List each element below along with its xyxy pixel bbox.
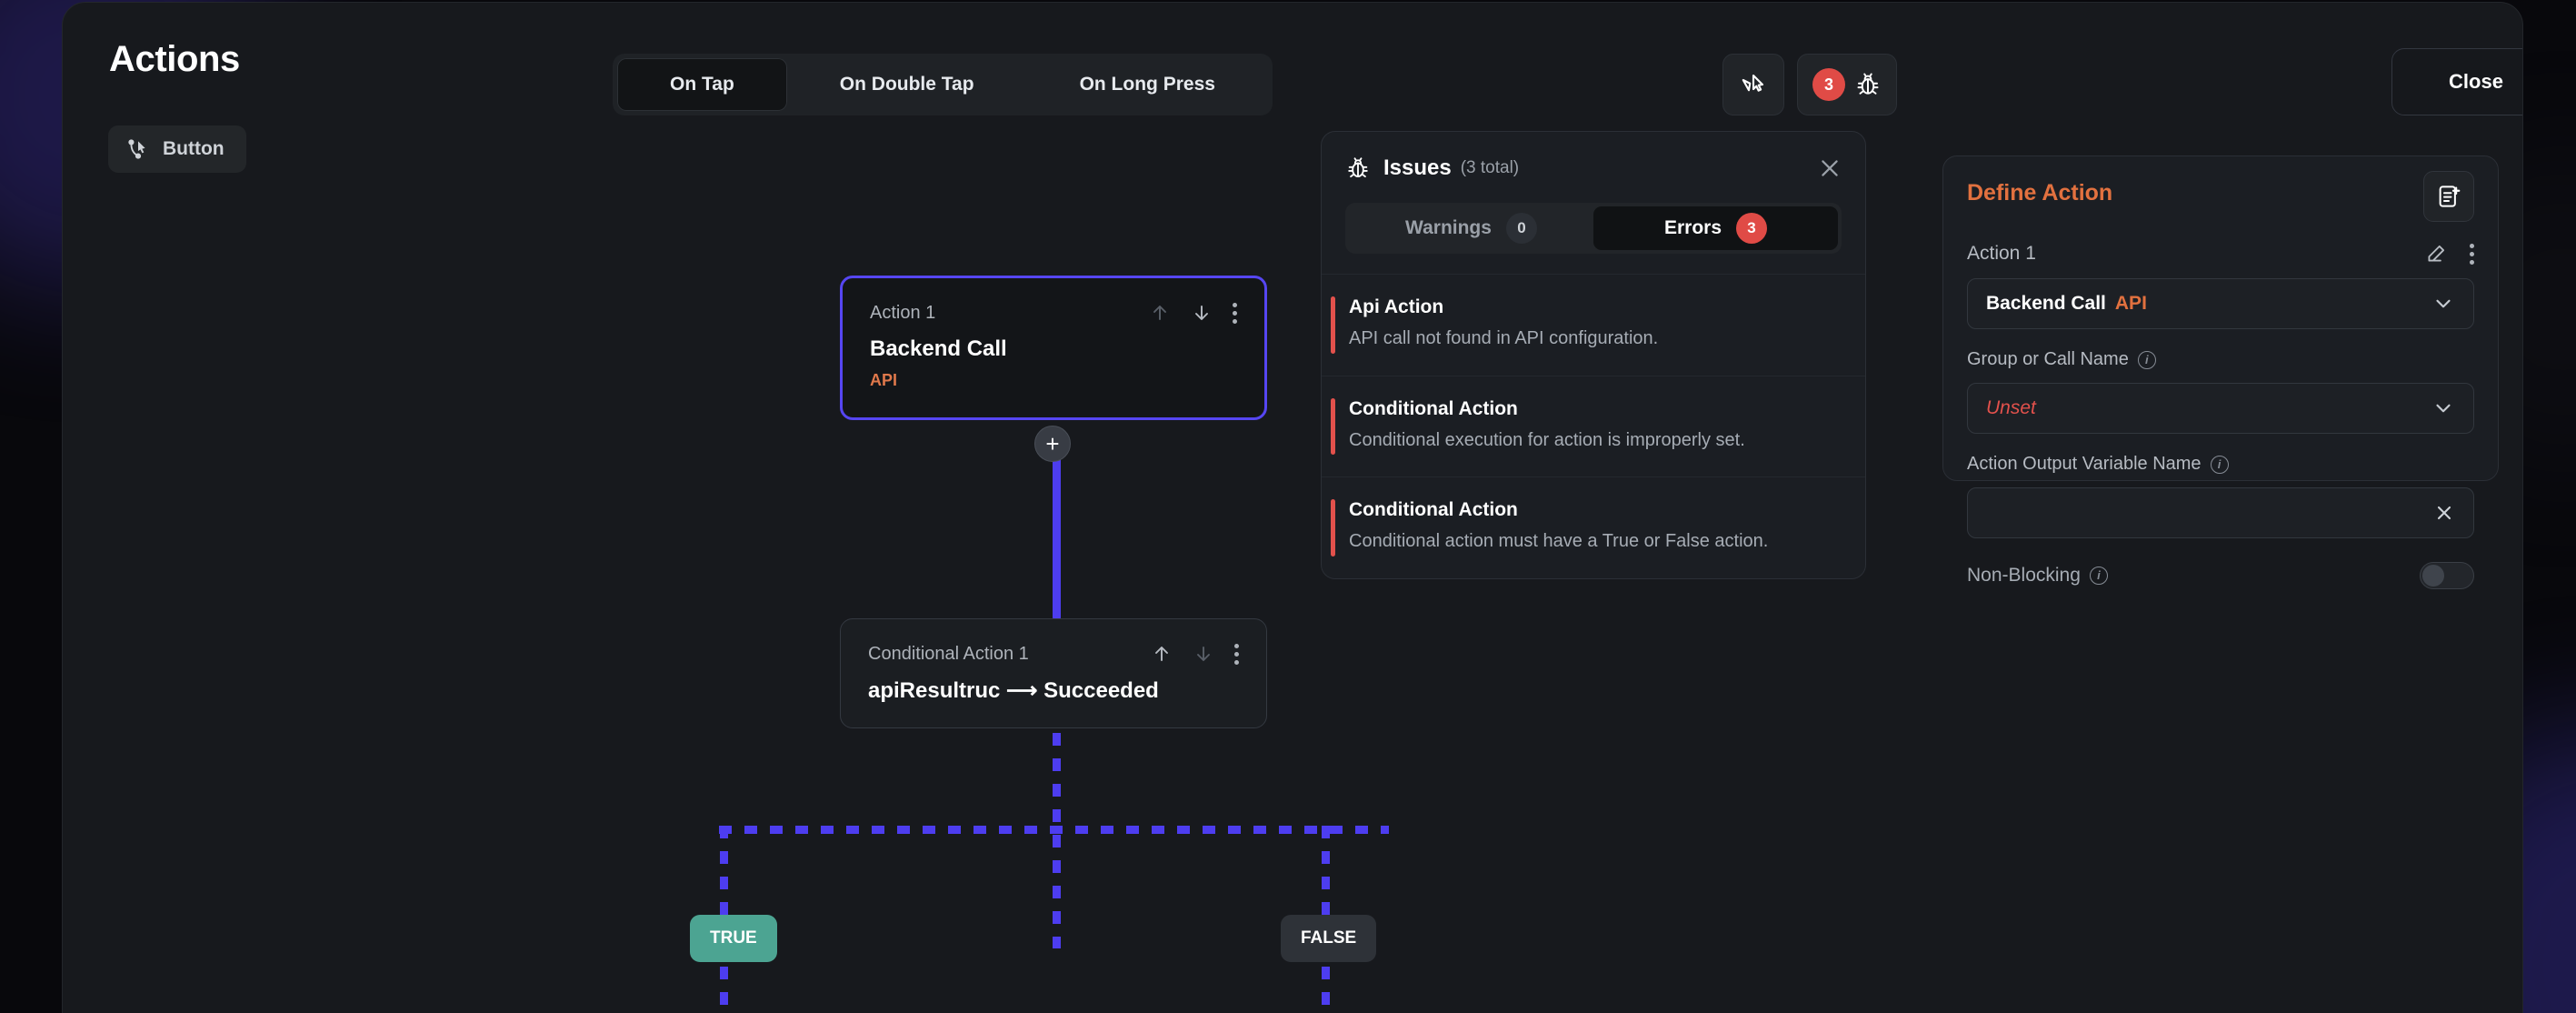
connector-action1-to-conditional	[1053, 444, 1061, 619]
element-chip-label: Button	[163, 138, 225, 159]
non-blocking-row: Non-Blocking i	[1967, 562, 2474, 589]
issue-description: API call not found in API configuration.	[1349, 328, 1659, 348]
tab-on-long-press[interactable]: On Long Press	[1079, 74, 1215, 95]
group-or-call-name-value: Unset	[1986, 397, 2036, 418]
issue-list-item[interactable]: Api Action API call not found in API con…	[1322, 274, 1865, 376]
non-blocking-label: Non-Blocking i	[1967, 565, 2108, 587]
element-chip-button[interactable]: Button	[108, 125, 246, 173]
trigger-tabbar: On Tap On Double Tap On Long Press	[613, 54, 1273, 115]
close-icon[interactable]	[2433, 502, 2455, 524]
define-action-name: Action 1	[1967, 243, 2036, 264]
define-action-name-row: Action 1	[1967, 242, 2474, 266]
cursor-select-icon	[1740, 71, 1767, 98]
flow-node-title: Conditional Action 1	[868, 643, 1029, 664]
issue-list-item[interactable]: Conditional Action Conditional action mu…	[1322, 476, 1865, 578]
issues-tab-errors[interactable]: Errors 3	[1593, 206, 1838, 250]
cursor-node-icon	[126, 137, 150, 161]
connector-branch-horizontal	[719, 826, 1389, 834]
add-step-button-after-action-1[interactable]: +	[1034, 426, 1071, 462]
flow-node-conditional-action-1[interactable]: Conditional Action 1 apiResultruc ⟶ Succ…	[840, 618, 1267, 728]
define-action-tools	[2424, 242, 2474, 266]
flow-node-header: Action 1	[870, 302, 1237, 324]
arrow-up-icon[interactable]	[1151, 643, 1173, 665]
issue-title: Api Action	[1349, 296, 1444, 317]
severity-bar-error	[1331, 499, 1335, 557]
define-action-panel: Define Action Action 1	[1942, 155, 2499, 589]
issues-popover: Issues (3 total) Warnings 0 Errors 3 Api	[1321, 131, 1866, 579]
chevron-down-icon	[2431, 292, 2455, 316]
close-button[interactable]: Close	[2391, 48, 2522, 115]
flow-node-actions	[1149, 302, 1237, 324]
bug-icon	[1854, 71, 1882, 98]
flow-node-action-1[interactable]: Action 1 Backend Call API	[840, 276, 1267, 420]
flow-node-main-label: Backend Call	[870, 336, 1007, 361]
flow-node-actions	[1151, 643, 1239, 665]
issue-title: Conditional Action	[1349, 499, 1518, 521]
issues-warnings-count: 0	[1505, 213, 1537, 244]
issues-total-count: (3 total)	[1460, 158, 1520, 177]
more-vertical-icon[interactable]	[2470, 243, 2474, 265]
group-or-call-name-select[interactable]: Unset	[1967, 383, 2474, 434]
non-blocking-text: Non-Blocking	[1967, 565, 2081, 586]
define-action-header: Define Action	[1967, 171, 2474, 222]
connector-false-drop	[1322, 826, 1330, 915]
flow-node-header: Conditional Action 1	[868, 643, 1239, 665]
page-title: Actions	[109, 39, 240, 79]
action-type-value: Backend Call	[1986, 293, 2106, 314]
chevron-down-icon	[2431, 396, 2455, 420]
issue-description: Conditional action must have a True or F…	[1349, 531, 1769, 552]
issues-tab-warnings-label: Warnings	[1405, 217, 1492, 238]
branch-badge-false[interactable]: FALSE	[1281, 915, 1377, 962]
non-blocking-toggle[interactable]	[2420, 562, 2474, 589]
connector-true-to-add	[720, 967, 728, 1013]
issues-toolbar-button[interactable]: 3	[1797, 54, 1897, 115]
bug-icon	[1345, 155, 1371, 181]
action-output-variable-input[interactable]	[1967, 487, 2474, 538]
flow-node-sub-label: API	[870, 371, 898, 389]
flow-node-main-label: apiResultruc ⟶ Succeeded	[868, 678, 1159, 703]
pencil-icon[interactable]	[2424, 242, 2448, 266]
actions-modal: Actions Button On Tap On Double Tap On L…	[62, 2, 2523, 1013]
action-type-tag: API	[2114, 293, 2147, 314]
pointer-tool-button[interactable]	[1722, 54, 1784, 115]
arrow-down-icon[interactable]	[1191, 302, 1213, 324]
action-type-select[interactable]: Backend Call API	[1967, 278, 2474, 329]
info-icon[interactable]: i	[2137, 350, 2156, 369]
action-output-variable-text: Action Output Variable Name	[1967, 454, 2202, 474]
tab-on-tap[interactable]: On Tap	[617, 58, 787, 111]
tab-on-double-tap[interactable]: On Double Tap	[839, 74, 974, 95]
toggle-knob	[2422, 565, 2444, 587]
group-or-call-name-label: Group or Call Name i	[1967, 349, 2474, 370]
issue-title: Conditional Action	[1349, 397, 1518, 419]
issue-description: Conditional execution for action is impr…	[1349, 429, 1745, 450]
more-vertical-icon[interactable]	[1233, 302, 1237, 324]
info-icon[interactable]: i	[2210, 455, 2229, 474]
severity-bar-error	[1331, 296, 1335, 354]
close-icon[interactable]	[1818, 156, 1842, 180]
issues-title: Issues	[1383, 155, 1452, 180]
arrow-up-icon[interactable]	[1149, 302, 1171, 324]
issues-tab-errors-label: Errors	[1663, 217, 1722, 238]
define-action-title: Define Action	[1967, 180, 2113, 206]
arrow-down-icon[interactable]	[1193, 643, 1214, 665]
more-vertical-icon[interactable]	[1234, 643, 1239, 665]
info-icon[interactable]: i	[2089, 567, 2108, 585]
connector-true-drop	[720, 826, 728, 915]
group-or-call-name-text: Group or Call Name	[1967, 349, 2129, 369]
flow-node-title: Action 1	[870, 302, 936, 323]
document-add-icon[interactable]	[2423, 171, 2474, 222]
issue-list-item[interactable]: Conditional Action Conditional execution…	[1322, 375, 1865, 477]
flow-canvas[interactable]: Action 1 Backend Call API +	[63, 125, 2008, 1013]
severity-bar-error	[1331, 397, 1335, 456]
issues-count-badge: 3	[1812, 68, 1845, 101]
issues-errors-count: 3	[1736, 213, 1768, 244]
branch-badge-true[interactable]: TRUE	[690, 915, 777, 962]
issues-header: Issues (3 total)	[1322, 132, 1865, 181]
connector-false-to-add	[1322, 967, 1330, 1013]
issues-tab-warnings[interactable]: Warnings 0	[1349, 206, 1593, 250]
issues-tabbar: Warnings 0 Errors 3	[1345, 203, 1842, 254]
action-output-variable-label: Action Output Variable Name i	[1967, 454, 2474, 475]
